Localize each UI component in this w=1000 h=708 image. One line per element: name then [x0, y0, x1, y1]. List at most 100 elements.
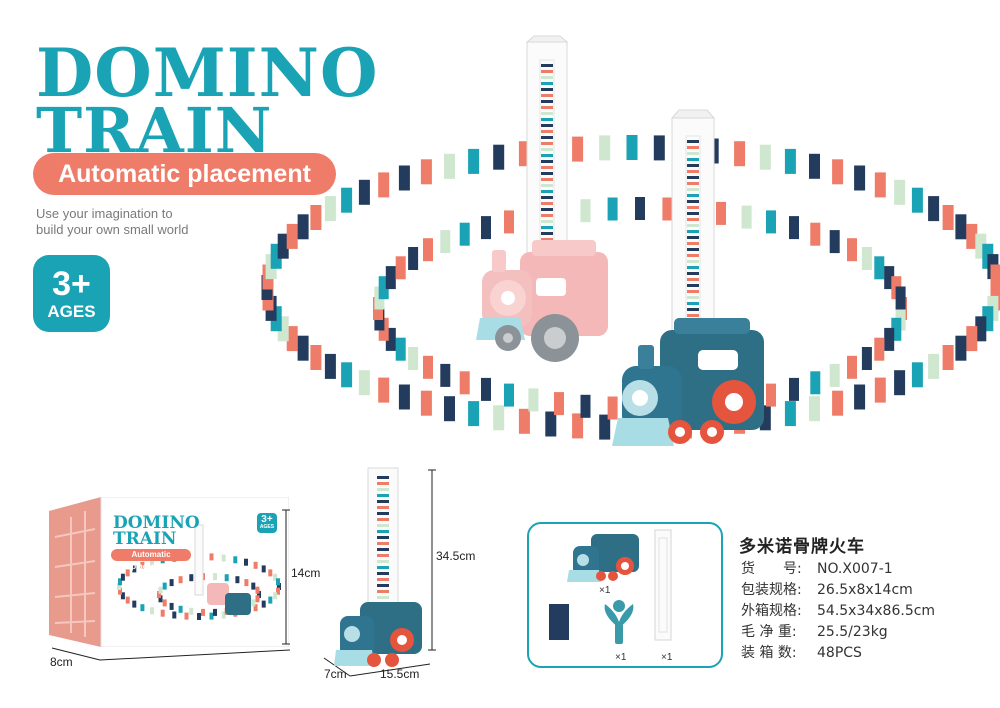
- domino: [653, 135, 665, 161]
- box-domino: [120, 592, 125, 600]
- domino: [580, 394, 591, 418]
- box-domino: [125, 569, 130, 577]
- product-depth-line: [323, 657, 351, 677]
- domino: [911, 362, 923, 388]
- tower-stripe: [377, 560, 389, 563]
- box-domino: [257, 591, 261, 598]
- domino: [766, 383, 776, 407]
- box-domino: [172, 611, 177, 619]
- tower-stripe: [377, 494, 389, 497]
- domino: [759, 405, 771, 431]
- domino: [572, 413, 584, 439]
- mini-tower-icon: [654, 529, 672, 641]
- box-height-label: 14cm: [291, 566, 321, 580]
- box-domino: [201, 608, 205, 616]
- tower-stripe: [687, 302, 699, 305]
- domino: [277, 233, 289, 259]
- box-domino: [209, 612, 214, 620]
- tower-stripe: [687, 290, 699, 293]
- domino: [966, 326, 978, 352]
- product-height-label: 34.5cm: [436, 549, 476, 563]
- mini-tree-icon: [604, 600, 634, 644]
- product-width-line: [349, 663, 431, 677]
- domino: [504, 210, 514, 234]
- mini-train-icon: [567, 534, 639, 582]
- domino: [607, 396, 618, 420]
- product-standing: [334, 467, 422, 667]
- domino: [440, 363, 451, 387]
- box-domino: [251, 582, 256, 590]
- box-domino: [157, 591, 161, 598]
- tower-stripe: [541, 166, 553, 169]
- box-age-number: 3+: [261, 514, 273, 525]
- domino: [874, 377, 886, 403]
- tower-stripe: [687, 296, 699, 299]
- box-domino: [184, 612, 189, 620]
- domino: [341, 362, 353, 388]
- tower-stripe: [687, 158, 699, 161]
- box-domino: [251, 599, 256, 607]
- domino: [895, 286, 906, 310]
- tagline-line-2: build your own small world: [36, 222, 189, 237]
- tower-stripe: [541, 196, 553, 199]
- domino: [789, 216, 799, 240]
- subtitle-pill: Automatic placement: [33, 153, 336, 195]
- tower-stripe: [687, 260, 699, 263]
- tower-stripe: [377, 590, 389, 593]
- tower-stripe: [541, 172, 553, 175]
- domino: [635, 197, 645, 220]
- domino: [894, 179, 906, 205]
- box-domino: [277, 583, 281, 590]
- domino: [955, 335, 967, 361]
- box-domino: [273, 573, 278, 581]
- tower-stripe: [541, 64, 553, 67]
- spec-key: 毛 净 重:: [741, 624, 797, 640]
- tower-stripe: [377, 536, 389, 539]
- domino: [385, 327, 396, 351]
- box-domino: [178, 605, 183, 613]
- box-domino: [273, 592, 278, 600]
- domino: [518, 141, 530, 167]
- domino: [894, 370, 906, 396]
- box-domino: [150, 607, 154, 615]
- tower-stripe: [687, 224, 699, 227]
- domino: [874, 337, 885, 361]
- tower-stripe: [541, 118, 553, 121]
- spec-row-item-no: 货 号:NO.X007-1: [741, 559, 893, 579]
- contents-panel: ×1 ×1 ×1: [527, 522, 723, 668]
- tower-stripe: [541, 82, 553, 85]
- domino: [884, 266, 895, 290]
- domino: [504, 383, 514, 407]
- domino: [741, 205, 752, 229]
- domino: [599, 414, 611, 440]
- box-domino: [140, 561, 145, 569]
- domino: [324, 353, 336, 379]
- tree-qty: ×1: [615, 652, 627, 663]
- domino: [854, 165, 866, 191]
- tower-stripe: [377, 530, 389, 533]
- title-line-1: DOMINO: [36, 34, 379, 112]
- spec-value: 48PCS: [817, 645, 862, 661]
- spec-value: 25.5/23kg: [817, 624, 888, 640]
- domino: [444, 153, 455, 179]
- domino: [545, 411, 557, 437]
- product-name: 多米诺骨牌火车: [739, 537, 865, 556]
- tower-stripe: [541, 220, 553, 223]
- domino: [861, 347, 872, 370]
- domino: [420, 159, 432, 185]
- domino: [385, 266, 396, 290]
- tower-stripe: [687, 164, 699, 167]
- tower-stripe: [687, 200, 699, 203]
- box-domino: [132, 565, 137, 573]
- domino: [310, 205, 322, 230]
- domino: [607, 197, 618, 221]
- domino: [716, 201, 726, 225]
- box-domino: [213, 573, 217, 581]
- tower-stripe: [541, 202, 553, 205]
- tower-stripe: [541, 226, 553, 229]
- tagline-line-1: Use your imagination to: [36, 206, 173, 221]
- tower-stripe: [377, 542, 389, 545]
- tower-stripe: [541, 238, 553, 241]
- spec-row-package-size: 包装规格:26.5x8x14cm: [741, 580, 913, 600]
- domino: [847, 238, 857, 262]
